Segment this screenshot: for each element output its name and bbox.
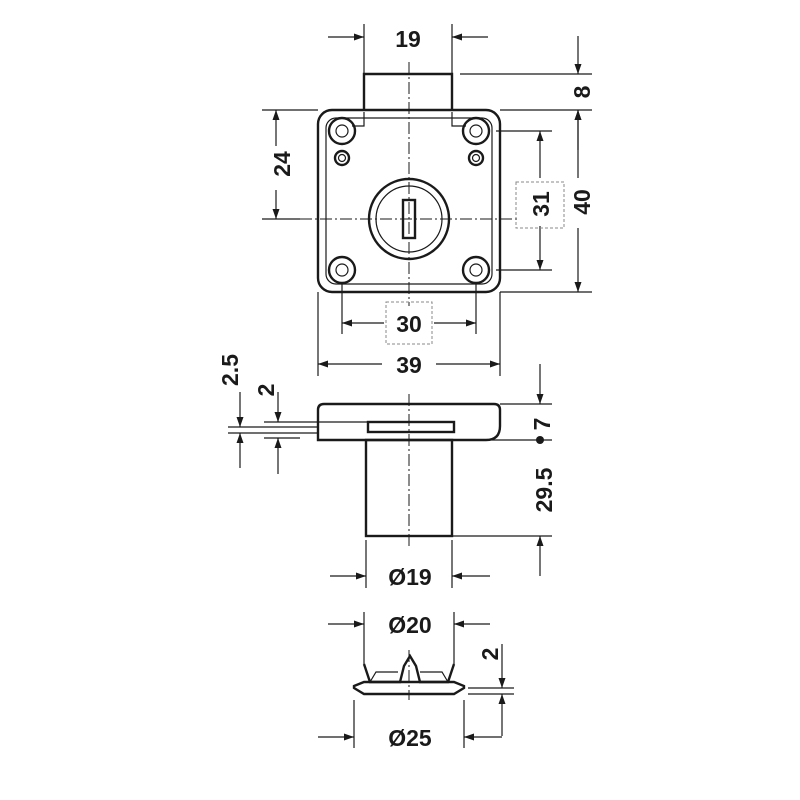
dim-label-2-slot: 2 xyxy=(253,384,279,397)
dim-dia-25: Ø25 xyxy=(318,700,502,751)
dim-label-31: 31 xyxy=(528,191,554,217)
dim-2-slot: 2 xyxy=(253,384,368,474)
dim-29-5: 29.5 xyxy=(452,467,557,576)
dim-label-19: 19 xyxy=(395,26,421,52)
dim-label-2-rosette: 2 xyxy=(477,648,503,661)
dim-8: 8 xyxy=(460,36,595,150)
bolt-slot xyxy=(366,420,456,434)
screw-hole-br xyxy=(461,255,491,285)
lock-plate-side xyxy=(316,402,502,442)
dim-39: 39 xyxy=(317,292,501,378)
pin-hole-right xyxy=(467,149,485,167)
rosette-view xyxy=(352,650,466,700)
dim-24: 24 xyxy=(262,109,318,220)
dim-2-rosette: 2 xyxy=(468,644,514,736)
screw-hole-bl xyxy=(327,255,357,285)
dim-dia-19: Ø19 xyxy=(330,540,490,590)
front-view xyxy=(300,62,520,306)
side-view xyxy=(316,394,502,546)
dim-label-dia-19: Ø19 xyxy=(388,564,431,590)
dim-dia-20: Ø20 xyxy=(328,612,490,664)
screw-hole-tr xyxy=(461,116,491,146)
dim-label-30: 30 xyxy=(396,311,422,337)
screw-hole-tl xyxy=(327,116,357,146)
dim-2-5: 2.5 xyxy=(217,354,318,468)
dim-19-top: 19 xyxy=(328,24,488,74)
top-boss xyxy=(362,72,454,110)
dim-label-29-5: 29.5 xyxy=(531,467,557,512)
dim-40: 40 xyxy=(500,110,595,293)
rosette-base xyxy=(352,680,466,696)
dim-label-40: 40 xyxy=(569,189,595,215)
dim-label-2-5: 2.5 xyxy=(217,354,243,386)
dim-label-39: 39 xyxy=(396,352,422,378)
dim-31: 31 xyxy=(496,130,565,271)
dim-label-dia-20: Ø20 xyxy=(388,612,431,638)
dim-label-24: 24 xyxy=(269,151,295,177)
dim-label-8: 8 xyxy=(569,85,595,98)
dim-30: 30 xyxy=(341,284,477,345)
dim-label-dia-25: Ø25 xyxy=(388,725,432,751)
dim-7: 7 xyxy=(486,364,555,444)
pin-hole-left xyxy=(333,149,351,167)
dim-label-7: 7 xyxy=(529,418,555,431)
